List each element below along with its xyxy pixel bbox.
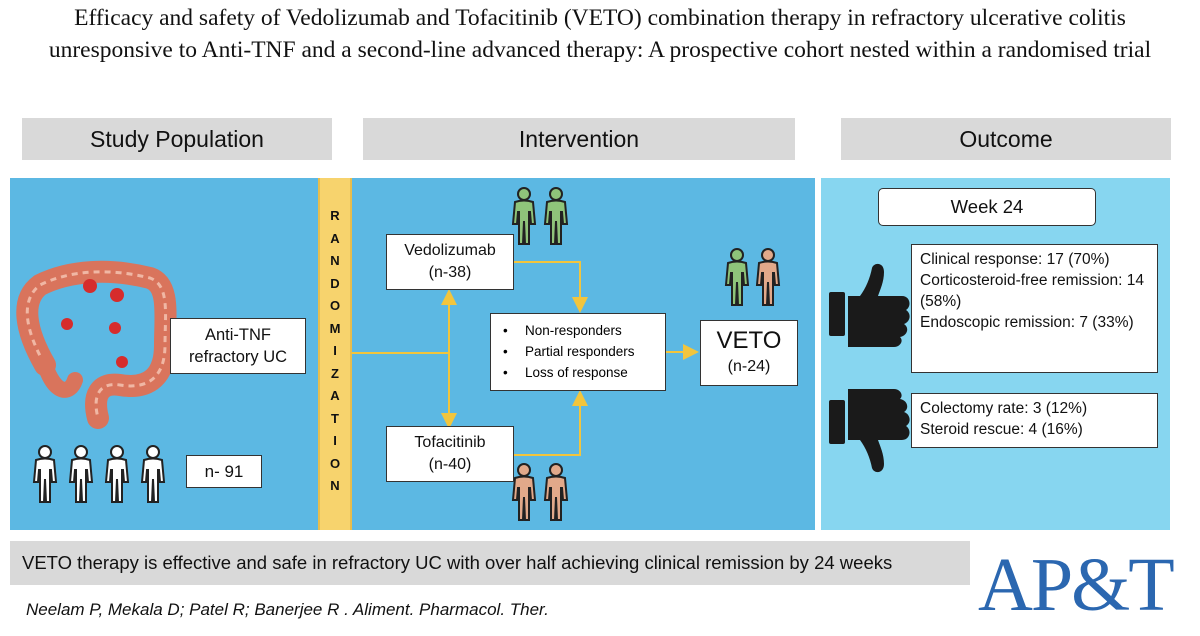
randomization-letter: A (330, 388, 340, 403)
veto-box: VETO (n-24) (700, 320, 798, 386)
person-icon (69, 445, 93, 503)
thumbs-up-icon (829, 263, 910, 347)
randomization-letter: T (331, 410, 339, 426)
person-icon (105, 445, 129, 503)
veto-label: VETO (716, 327, 782, 354)
randomization-letter: N (330, 253, 340, 268)
summary-banner: VETO therapy is effective and safe in re… (10, 541, 970, 585)
negative-outcomes-box: Colectomy rate: 3 (12%) Steroid rescue: … (911, 393, 1158, 448)
person-orange-icon (544, 463, 568, 521)
timepoint-box: Week 24 (878, 188, 1096, 226)
randomization-letter: I (333, 343, 337, 358)
tofacitinib-n: (n-40) (428, 456, 472, 473)
outcome-clinical-response: Clinical response: 17 (70%) (920, 251, 1110, 268)
tofacitinib-box: Tofacitinib (n-40) (386, 426, 514, 482)
person-green-icon (544, 187, 568, 245)
citation: Neelam P, Mekala D; Patel R; Banerjee R … (26, 600, 549, 619)
randomization-letter: M (329, 320, 341, 336)
person-orange-icon (512, 463, 536, 521)
person-orange-icon (756, 248, 780, 306)
randomization-letter: O (329, 298, 341, 313)
header-intervention: Intervention (363, 118, 795, 160)
thumbs-down-icon (829, 389, 910, 473)
veto-n: (n-24) (727, 358, 771, 375)
outcome-colectomy: Colectomy rate: 3 (12%) (920, 400, 1088, 417)
timepoint-label: Week 24 (950, 196, 1024, 217)
header-study-population: Study Population (22, 118, 332, 160)
person-green-icon (512, 187, 536, 245)
outcome-endoscopic-remission: Endoscopic remission: 7 (33%) (920, 314, 1134, 331)
journal-logo: AP&T (978, 543, 1175, 627)
randomization-letter: D (330, 275, 340, 291)
condition-label: Anti-TNF refractory UC (188, 326, 288, 366)
response-criteria-box: •Non-responders •Partial responders •Los… (490, 313, 666, 391)
vedolizumab-n: (n-38) (428, 264, 472, 281)
page-title: Efficacy and safety of Vedolizumab and T… (48, 5, 1152, 63)
colon-icon (16, 260, 177, 429)
outcome-csf-remission: Corticosteroid-free remission: 14 (58%) (920, 272, 1144, 310)
list-item: •Non-responders (503, 323, 622, 338)
person-icon (33, 445, 57, 503)
header-outcome: Outcome (841, 118, 1171, 160)
randomization-letter: R (330, 208, 340, 223)
list-item: •Loss of response (503, 365, 628, 380)
population-count-box: n- 91 (186, 455, 262, 488)
list-item: •Partial responders (503, 344, 635, 359)
randomization-letter: O (329, 455, 341, 471)
positive-outcomes-box: Clinical response: 17 (70%) Corticostero… (911, 244, 1158, 373)
person-icon (141, 445, 165, 503)
summary-text: VETO therapy is effective and safe in re… (22, 552, 893, 573)
tofacitinib-label: Tofacitinib (414, 434, 486, 451)
person-green-icon (725, 248, 749, 306)
randomization-letter: I (333, 433, 337, 448)
randomization-letter: N (330, 478, 340, 493)
condition-box: Anti-TNF refractory UC (170, 318, 306, 374)
population-count: n- 91 (204, 462, 244, 481)
vedolizumab-label: Vedolizumab (404, 242, 496, 259)
outcome-steroid-rescue: Steroid rescue: 4 (16%) (920, 421, 1083, 438)
randomization-letter: A (330, 230, 340, 246)
randomization-letter: Z (331, 365, 339, 381)
vedolizumab-box: Vedolizumab (n-38) (386, 234, 514, 290)
